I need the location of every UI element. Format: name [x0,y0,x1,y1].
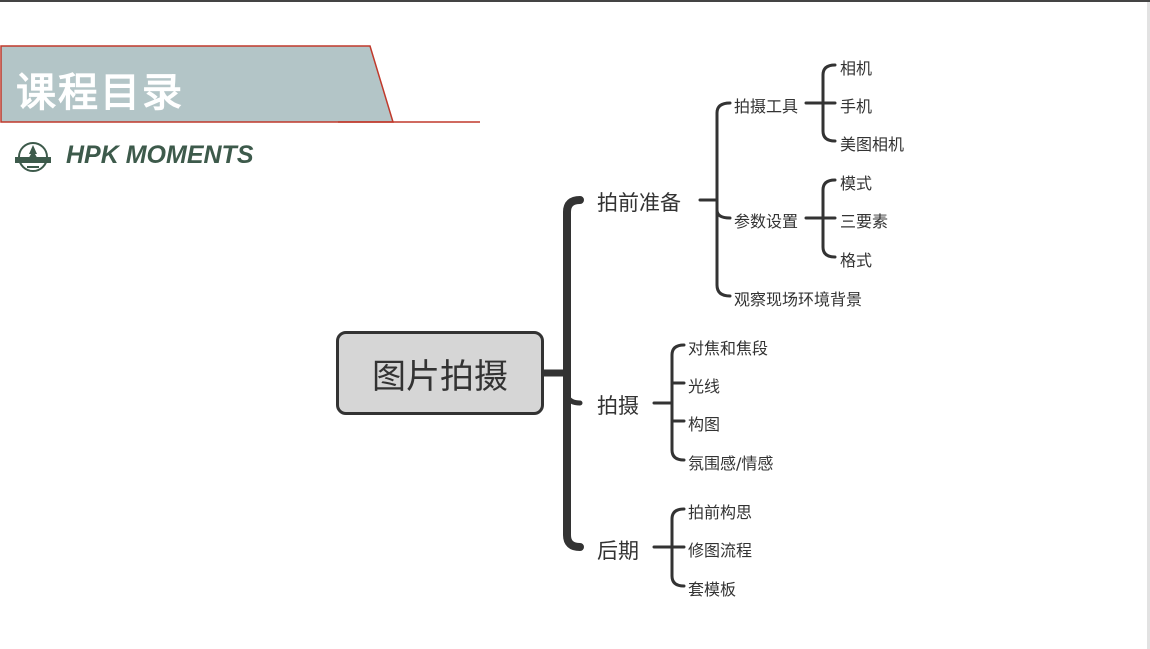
leaf-node: 模式 [840,174,873,193]
branch1-bracket-mid [715,208,732,220]
subtopic-node: 对焦和焦段 [688,339,769,358]
leaf-node: 手机 [840,97,873,116]
title-banner [0,45,480,123]
page-title: 课程目录 [16,70,184,116]
subtopic-node: 拍前构思 [688,503,753,522]
leaf-node: 相机 [840,59,873,78]
leaf-node: 三要素 [840,212,889,231]
branch-node: 拍摄 [597,394,639,418]
branch-node: 后期 [597,539,639,563]
subtopic-node: 修图流程 [688,541,753,560]
leaf-node: 格式 [840,251,873,270]
main-bracket-mid [564,393,583,406]
subtopic-node: 光线 [688,377,721,396]
right-edge [1147,2,1150,649]
branch1-bracket [715,101,732,298]
brand-logo-icon [15,142,51,172]
top-border [0,0,1150,2]
brand-name: HPK MOMENTS [66,141,254,169]
subtopic-node: 构图 [688,415,721,434]
params-bracket [821,178,837,259]
leaf-node: 美图相机 [840,135,905,154]
subtopic-node: 氛围感/情感 [688,454,774,473]
branch2-bracket [670,343,686,462]
root-node: 图片拍摄 [336,331,544,415]
subtopic-node: 套模板 [688,580,737,599]
subtopic-node: 拍摄工具 [734,97,799,116]
subtopic-node: 参数设置 [734,212,799,231]
branch-node: 拍前准备 [597,191,681,215]
branch3-bracket [670,507,686,588]
subtopic-node: 观察现场环境背景 [734,290,863,309]
tools-bracket [821,63,837,143]
main-bracket [563,196,584,551]
